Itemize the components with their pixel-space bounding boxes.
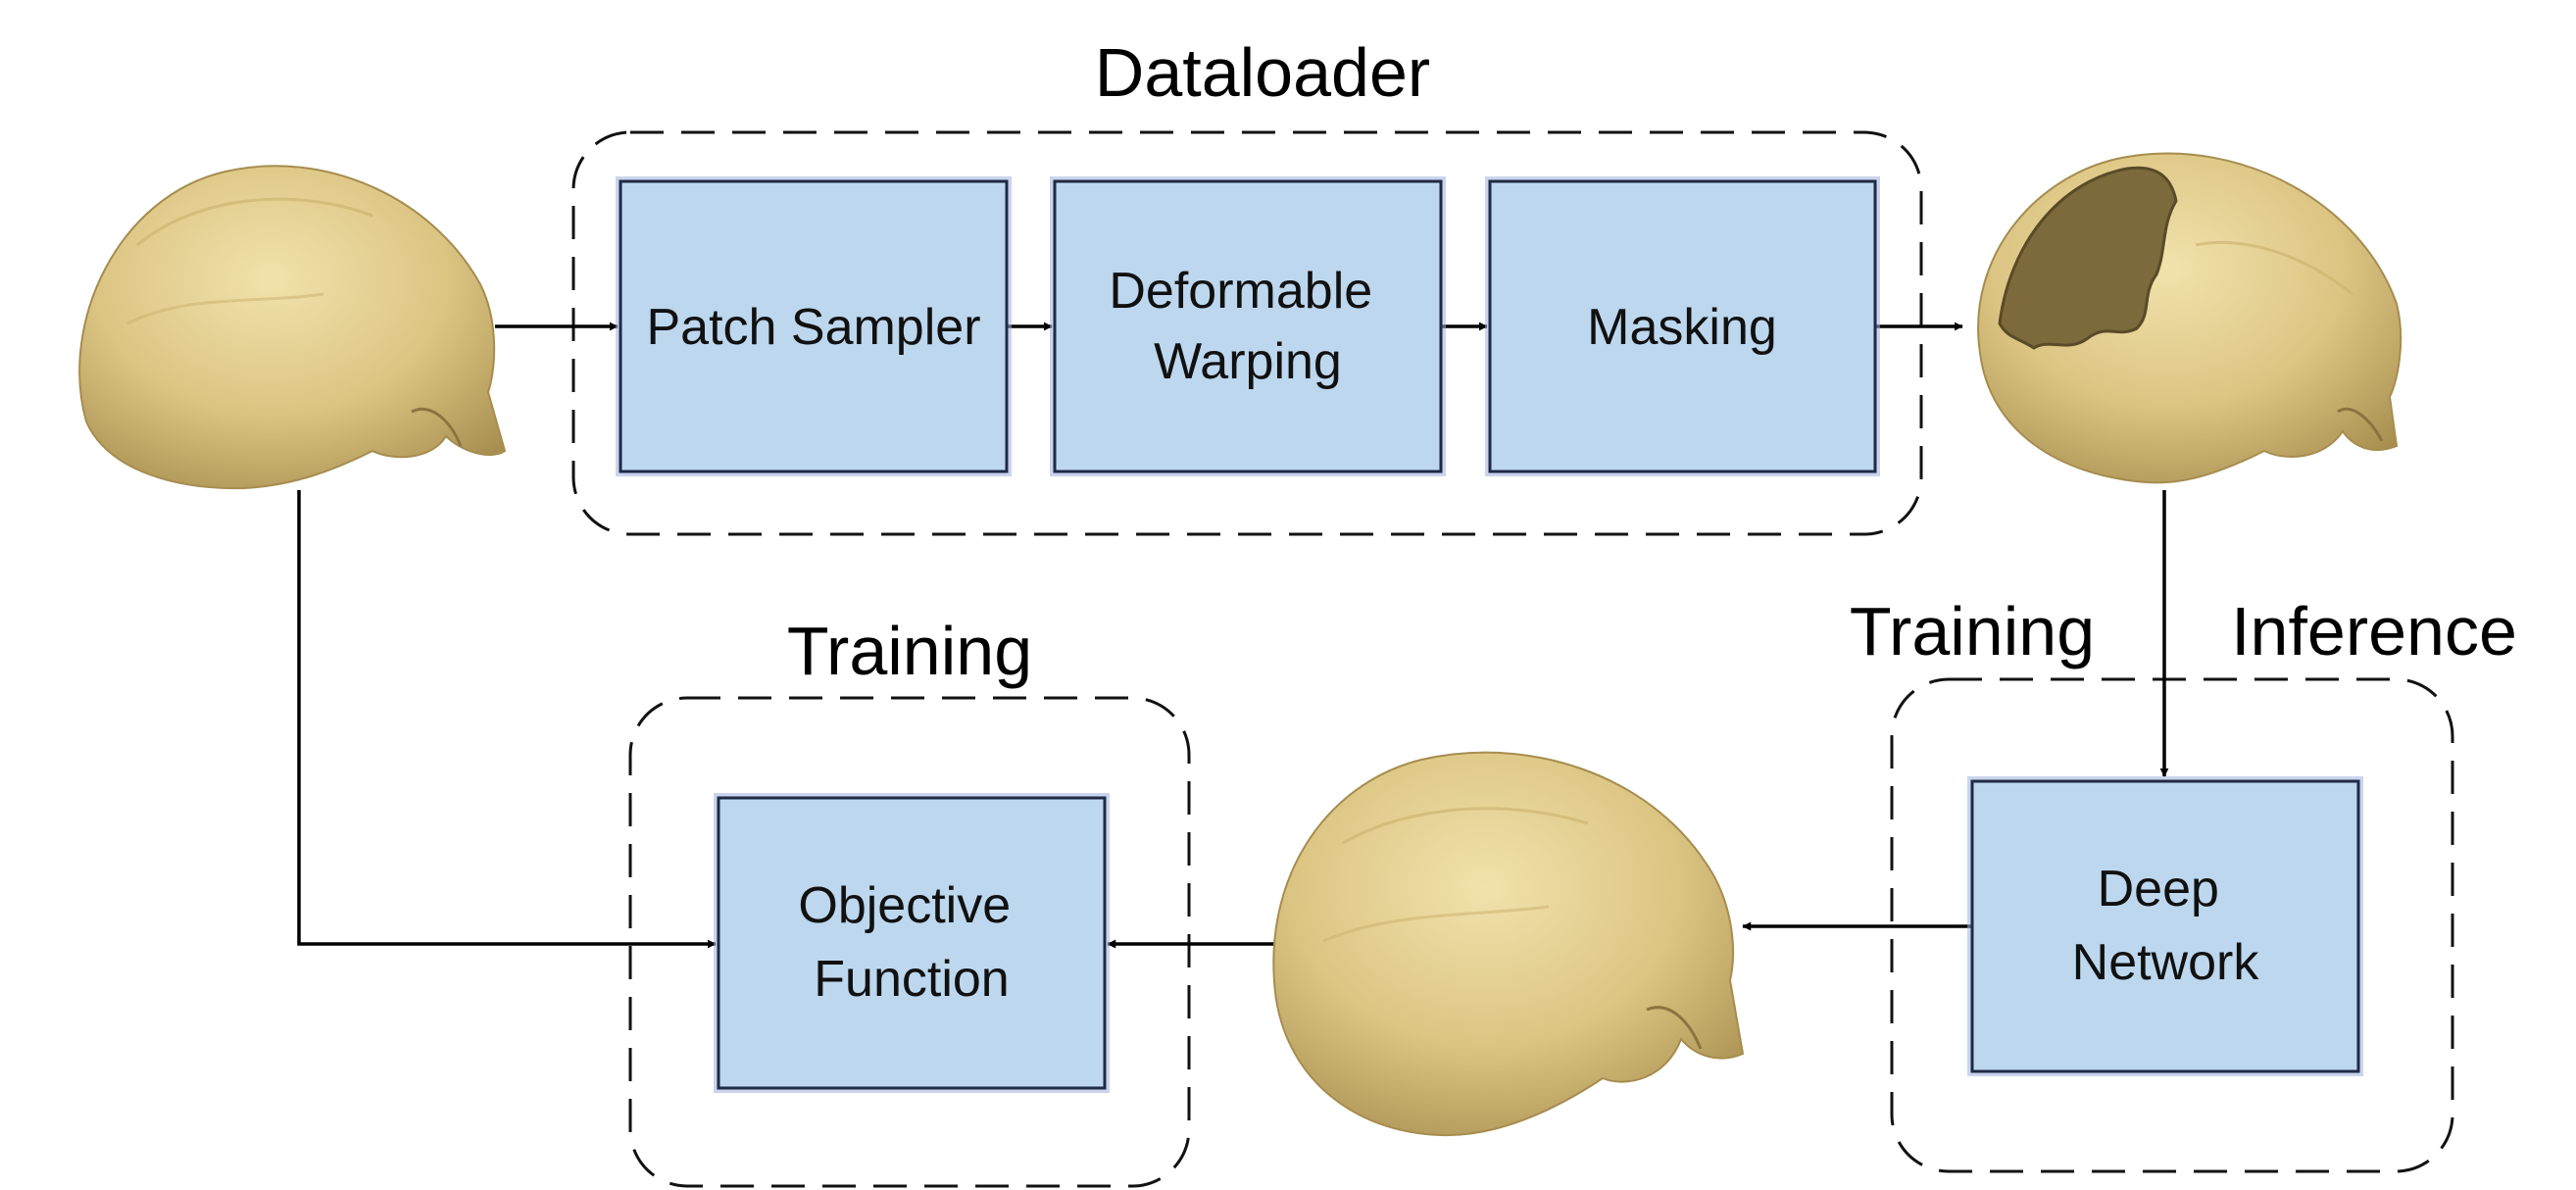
objective-function-label-line1: Objective xyxy=(798,877,1011,934)
deep-network-label-line1: Deep xyxy=(2098,861,2219,917)
patch-sampler-label: Patch Sampler xyxy=(646,299,980,356)
objective-function-box: Objective Function xyxy=(714,793,1110,1093)
svg-text:Objective Function: Objective Function xyxy=(798,877,1024,1008)
svg-text:Deformable Warping: Deformable Warping xyxy=(1109,263,1386,390)
defective-skull-icon xyxy=(1977,152,2403,484)
training-right-title: Training xyxy=(1850,593,2095,669)
deformable-warping-box: Deformable Warping xyxy=(1050,176,1446,476)
training-inference-group xyxy=(1890,677,2454,1173)
training-bottom-title: Training xyxy=(787,613,1032,689)
reconstructed-skull-icon xyxy=(1272,751,1745,1137)
dataloader-group xyxy=(571,130,1923,536)
svg-text:Deep Network: Deep Network xyxy=(2072,861,2260,991)
training-group xyxy=(628,696,1191,1188)
deep-network-box: Deep Network xyxy=(1967,776,2363,1076)
deep-network-label-line2: Network xyxy=(2072,934,2260,991)
complete-skull-icon xyxy=(78,165,507,490)
dataloader-title: Dataloader xyxy=(1095,34,1430,111)
deformable-warping-label-line1: Deformable xyxy=(1109,263,1372,320)
objective-function-label-line2: Function xyxy=(814,951,1009,1008)
inference-right-title: Inference xyxy=(2231,593,2517,669)
svg-text:Patch Sampler: Patch Sampler xyxy=(646,299,980,356)
deformable-warping-label-line2: Warping xyxy=(1154,333,1342,390)
arrow-input-to-objective xyxy=(297,490,717,949)
svg-text:Masking: Masking xyxy=(1587,299,1777,356)
patch-sampler-box: Patch Sampler xyxy=(616,176,1012,476)
masking-label: Masking xyxy=(1587,299,1777,356)
masking-box: Masking xyxy=(1485,176,1880,476)
